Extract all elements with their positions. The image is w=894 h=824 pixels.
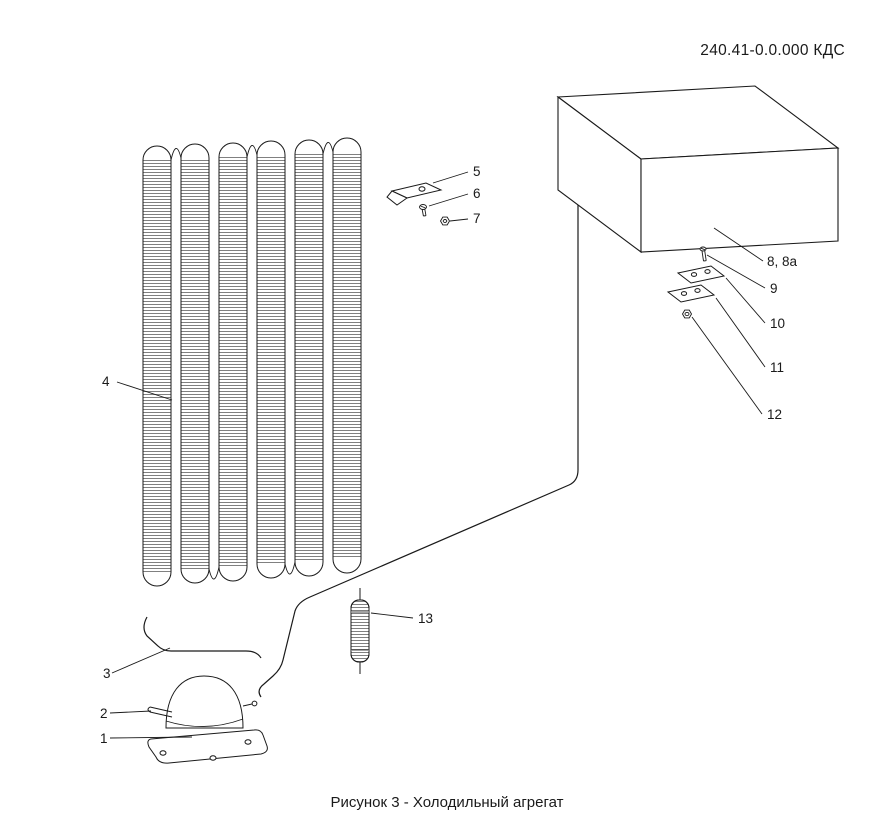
mounting-plate-upper — [676, 265, 726, 284]
figure-caption: Рисунок 3 - Холодильный агрегат — [330, 794, 564, 811]
leader-line-4 — [116, 381, 173, 401]
part-label-7: 7 — [473, 211, 481, 226]
compressor-fitting — [242, 703, 253, 707]
part-label-12: 12 — [767, 407, 782, 422]
compressor — [147, 675, 268, 764]
bracket-nut — [439, 216, 451, 226]
leader-line-3 — [111, 647, 171, 674]
part-label-13: 13 — [418, 611, 433, 626]
leader-line-10 — [725, 277, 766, 324]
base-hole-left — [159, 750, 167, 756]
suction-tube — [147, 706, 173, 718]
bracket-hole — [418, 186, 426, 192]
doc-number: 240.41-0.0.000 КДС — [700, 42, 845, 59]
filter-drier — [350, 588, 370, 674]
part-label-11: 11 — [770, 360, 784, 375]
leader-line-8 — [713, 227, 764, 262]
condenser-coil — [142, 137, 362, 587]
mounting-plate-lower — [666, 284, 716, 303]
leader-line-11 — [715, 297, 766, 368]
leader-line-6 — [428, 193, 469, 207]
mounting-bracket — [386, 182, 443, 206]
bracket-screw — [419, 204, 427, 217]
base-hole-right — [244, 739, 252, 745]
connecting-tube — [258, 205, 579, 698]
part-label-1: 1 — [100, 731, 108, 746]
mounting-nut — [681, 309, 693, 319]
part-label-5: 5 — [473, 164, 481, 179]
leader-line-12 — [691, 316, 763, 415]
part-label-2: 2 — [100, 706, 108, 721]
evaporator-box — [556, 85, 840, 254]
part-label-9: 9 — [770, 281, 778, 296]
leader-line-5 — [432, 171, 469, 184]
compressor-base-plate — [147, 729, 268, 764]
leader-line-7 — [449, 218, 469, 222]
compressor-fitting-end — [251, 700, 258, 707]
base-hole-front — [209, 755, 217, 761]
part-label-3: 3 — [103, 666, 111, 681]
compressor-seam — [165, 718, 244, 727]
leader-line-9 — [706, 254, 766, 289]
mounting-screw — [699, 246, 707, 262]
leader-line-2 — [109, 710, 152, 714]
part-label-10: 10 — [770, 316, 785, 331]
discharge-tube — [143, 616, 262, 659]
part-label-4: 4 — [102, 374, 110, 389]
compressor-dome — [165, 675, 244, 729]
leader-line-13 — [370, 612, 414, 619]
leader-line-1 — [109, 736, 193, 739]
part-label-8: 8, 8а — [767, 254, 798, 269]
part-label-6: 6 — [473, 186, 481, 201]
